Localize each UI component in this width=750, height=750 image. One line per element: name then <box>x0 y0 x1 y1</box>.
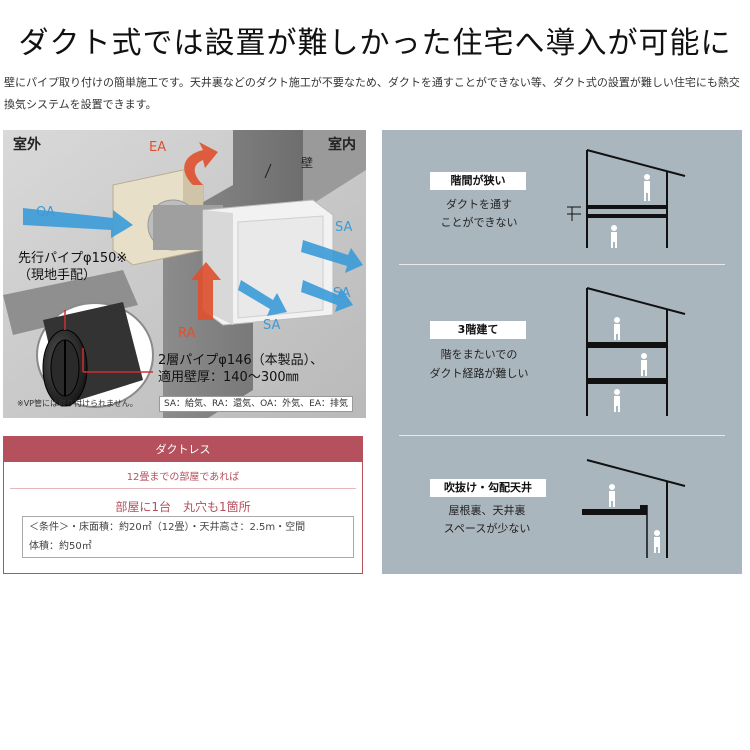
ea-arrow <box>184 142 218 185</box>
case-separator-2 <box>399 435 725 436</box>
outdoor-label: 室外 <box>13 137 41 153</box>
ductless-main-text: 部屋に1台 丸穴も1箇所 <box>115 500 251 514</box>
sa-arrow-3 <box>238 280 287 316</box>
house-scene-atrium <box>582 459 686 558</box>
oa-label: OA <box>36 205 55 220</box>
house-cases-panel: 階間が狭い ダクトを通す ことができない 3階建て 階をまたいでの ダクト経路が… <box>382 130 742 574</box>
case-badge-narrow-floor: 階間が狭い <box>430 172 526 190</box>
case-separator-1 <box>399 264 725 265</box>
oa-arrow <box>23 208 133 238</box>
lead-pipe <box>3 270 138 335</box>
case-badge-three-story: 3階建て <box>430 321 526 339</box>
wall-top <box>303 130 366 210</box>
lead-pipe-caption-line1: 先行パイプφ150※ <box>18 251 128 266</box>
conditions-line1: ＜条件＞・床面積：約20㎡（12畳）・天井高さ：2.5m・空間 <box>29 522 306 533</box>
page-headline: ダクト式では設置が難しかった住宅へ導入が可能に <box>18 26 732 61</box>
ductless-panel: ダクトレス 12畳までの部屋であれば 部屋に1台 丸穴も1箇所 ＜条件＞・床面積… <box>3 436 363 574</box>
sa-arrow-1 <box>301 240 363 273</box>
case-note-three-story-line1: 階をまたいでの <box>440 348 518 361</box>
sa-label-1: SA <box>335 220 353 235</box>
case-note-three-story-line2: ダクト経路が難しい <box>429 367 529 380</box>
sa-label-2: SA <box>333 286 351 301</box>
house-scene-narrow-floor <box>567 149 686 248</box>
product-pipe-caption: 2層パイプφ146（本製品）、 適用壁厚：140～300㎜ <box>158 352 323 386</box>
vp-note: ※VP管には取り付けられません。 <box>17 399 138 408</box>
conditions-line2: 体積：約50㎡ <box>29 541 92 552</box>
indoor-label: 室内 <box>328 137 356 153</box>
ductless-subtitle: 12畳までの部屋であれば <box>10 468 356 489</box>
case-note-atrium-line2: スペースが少ない <box>443 522 531 535</box>
product-pipe-caption-line2: 適用壁厚：140～300㎜ <box>158 370 299 385</box>
case-note-atrium-line1: 屋根裏、天井裏 <box>448 504 526 517</box>
sa-arrow-2 <box>301 280 353 312</box>
lead-pipe-caption: 先行パイプφ150※ （現地手配） <box>18 250 127 284</box>
sa-label-3: SA <box>263 318 281 333</box>
illustration-drawing <box>3 130 366 418</box>
case-badge-atrium: 吹抜け・勾配天井 <box>430 479 546 497</box>
product-pipe-caption-line1: 2層パイプφ146（本製品）、 <box>158 353 324 368</box>
conditions-box: ＜条件＞・床面積：約20㎡（12畳）・天井高さ：2.5m・空間 体積：約50㎡ <box>22 516 354 558</box>
lead-pipe-caption-line2: （現地手配） <box>18 268 97 283</box>
case-note-narrow-floor-line1: ダクトを通す <box>446 198 512 211</box>
ra-label: RA <box>178 326 196 341</box>
case-note-narrow-floor-line2: ことができない <box>440 216 518 229</box>
airflow-legend: SA：給気、RA：還気、OA：外気、EA：排気 <box>159 396 353 412</box>
wall-label: 壁 <box>301 156 314 170</box>
ea-label: EA <box>149 140 167 155</box>
installation-illustration: 室外 室内 壁 EA OA SA SA SA RA 先行パイプφ150※ （現地… <box>3 130 366 418</box>
ra-arrow <box>191 262 221 320</box>
house-scene-three-story <box>586 287 686 416</box>
intro-text: 壁にパイプ取り付けの簡単施工です。天井裏などのダクト施工が不要なため、ダクトを通… <box>4 76 740 111</box>
ductless-title: ダクトレス <box>4 437 362 462</box>
